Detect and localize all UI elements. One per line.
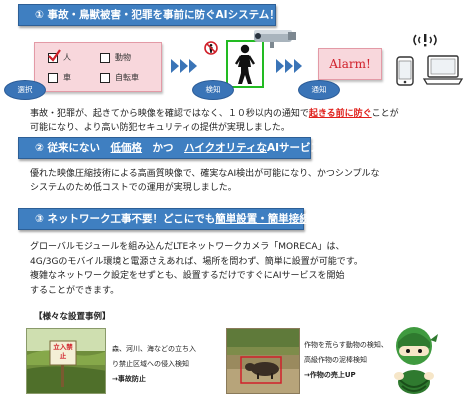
flow-arrow <box>294 59 302 73</box>
examples-heading: 【様々な設置事例】 <box>34 312 111 322</box>
section1-title: ① 事故・鳥獣被害・犯罪を事前に防ぐAIシステム！ <box>35 9 280 21</box>
ninja-mascot-icon <box>386 320 442 396</box>
section3-banner: ③ ネットワーク工事不要！どこにでも簡単設置・簡単接続！ <box>18 208 320 230</box>
laptop-icon <box>422 54 464 86</box>
detect-label: 検知 <box>192 80 234 100</box>
section2-banner: ② 従来にない 低価格 かつ ハイクオリティなAIサービス！ <box>18 137 332 159</box>
signal-alert-icon <box>410 32 440 48</box>
checkbox-bicycle[interactable]: 自転車 <box>100 72 139 83</box>
example1-caption: 森、河川、海などの立ち入 り禁止区域への侵入検知 →事故防止 <box>112 345 196 383</box>
flow-arrow <box>189 59 197 73</box>
detection-target-panel <box>34 42 162 92</box>
section1-banner: ① 事故・鳥獣被害・犯罪を事前に防ぐAIシステム！ <box>18 4 280 26</box>
smartphone-icon <box>396 56 414 86</box>
detection-frame <box>226 40 264 88</box>
checkbox-car[interactable]: 車 <box>48 72 71 83</box>
walking-person-icon <box>234 44 256 84</box>
notify-label: 通知 <box>298 80 340 100</box>
checkbox-person[interactable]: 人 <box>48 48 71 63</box>
no-entry-person-icon <box>204 40 218 55</box>
alarm-box: Alarm! <box>318 48 382 80</box>
checkbox-empty-icon <box>100 72 110 83</box>
highlight-text: 起きる前に防ぐ <box>308 109 372 119</box>
flow-arrow <box>285 59 293 73</box>
flow-arrow <box>276 59 284 73</box>
restricted-sign-text: 立入禁止 <box>53 343 73 360</box>
section3-body: グローバルモジュールを組み込んだLTEネットワークカメラ「MORECA」は、 4… <box>30 242 363 296</box>
select-label: 選択 <box>4 80 46 100</box>
wild-boar-photo <box>226 328 300 394</box>
section2-body: 優れた映像圧縮技術による高画質映像で、確実なAI検出が可能になり、かつシンプルな… <box>30 169 380 193</box>
camera-icon <box>252 26 298 50</box>
flow-arrow <box>171 59 179 73</box>
checkbox-animal[interactable]: 動物 <box>100 52 131 63</box>
checkbox-empty-icon <box>100 52 110 63</box>
checkbox-empty-icon <box>48 72 58 83</box>
example2-caption: 作物を荒らす動物の検知、 高級作物の泥棒検知 →作物の売上UP <box>304 341 388 379</box>
alarm-text: Alarm! <box>329 57 371 71</box>
restricted-area-photo: 立入禁止 <box>26 328 106 394</box>
checkbox-checked-icon <box>48 48 61 63</box>
flow-arrow <box>180 59 188 73</box>
section1-body: 事故・犯罪が、起きてから映像を確認ではなく、１０秒以内の通知で起きる前に防ぐこと… <box>30 109 399 133</box>
